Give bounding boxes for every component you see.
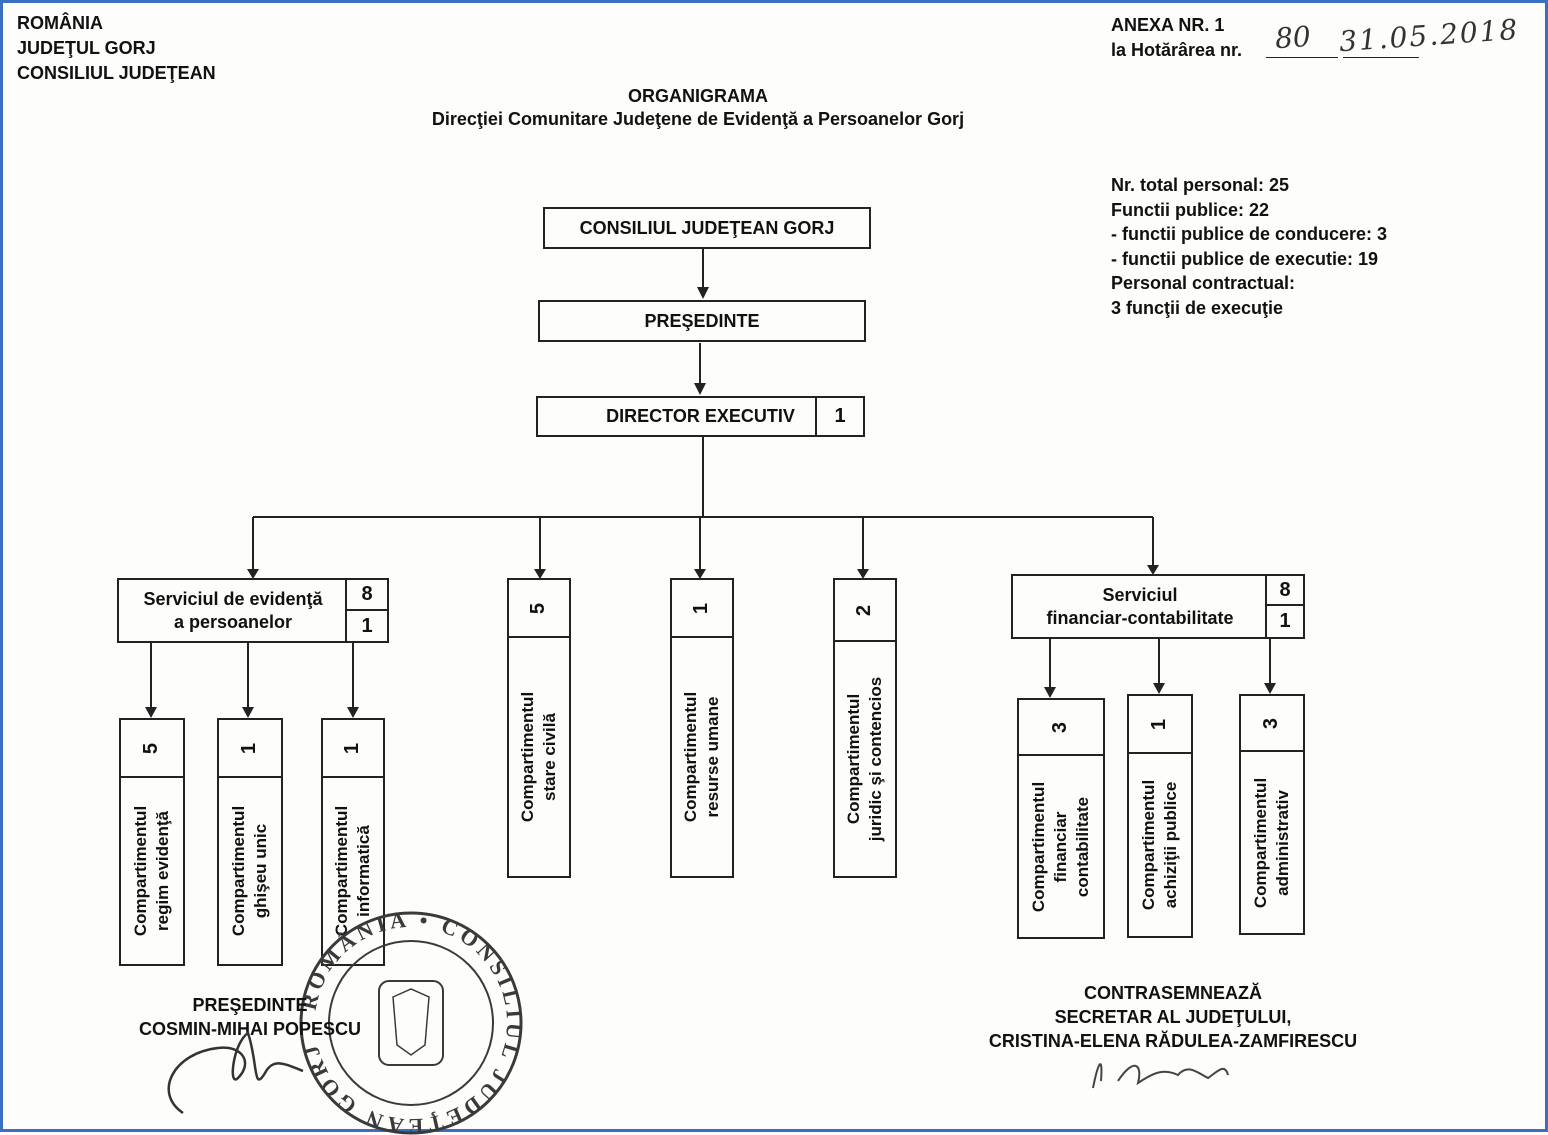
- staff-contract-label: Personal contractual:: [1111, 273, 1296, 293]
- staff-summary: Nr. total personal: 25 Functii publice: …: [1111, 173, 1387, 320]
- arrowhead: [534, 569, 546, 579]
- arrowhead: [694, 569, 706, 579]
- arrowhead: [694, 383, 706, 395]
- annex-date-underline: [1343, 57, 1419, 58]
- compartment-count: 3: [1260, 717, 1283, 729]
- service-financiar-count-total: 8: [1265, 574, 1305, 606]
- staff-contract-functions: 3 funcţii de execuţie: [1111, 297, 1284, 318]
- compartment-label-line1: Compartimentul: [131, 805, 150, 937]
- compartment-label-line2: regim evidenţă: [153, 811, 172, 931]
- header-council: CONSILIUL JUDEŢEAN: [17, 63, 216, 83]
- compartment-label-line2: financiar: [1051, 811, 1070, 882]
- arrowhead: [1044, 687, 1056, 698]
- arrowhead: [1153, 683, 1165, 694]
- arrowhead: [697, 287, 709, 299]
- arrowhead: [145, 707, 157, 718]
- compartment-count: 1: [238, 742, 261, 754]
- service-evidenta-line1: Serviciul de evidenţă: [143, 588, 323, 609]
- compartment-label-line1: Compartimentul: [229, 805, 248, 937]
- arrowhead: [1147, 565, 1159, 575]
- compartment-label-line2: informatică: [354, 825, 373, 917]
- signature-president-title: PREŞEDINTE: [192, 995, 308, 1015]
- compartment-label-line1: Compartimentul: [1029, 781, 1048, 912]
- annex-block: ANEXA NR. 1 la Hotărârea nr.: [1111, 13, 1242, 63]
- document-title: ORGANIGRAMA Direcţiei Comunitare Judeţen…: [303, 85, 1093, 131]
- org-chart-connectors: [145, 249, 1276, 718]
- compartment-label-line2: stare civilă: [540, 713, 559, 801]
- compartment-label-line1: Compartimentul: [518, 691, 537, 823]
- signature-countersign: CONTRASEMNEAZĂ: [1084, 983, 1262, 1003]
- compartment-count: 3: [1049, 721, 1072, 733]
- service-financiar-line2: financiar-contabilitate: [1046, 607, 1234, 628]
- staff-management-functions: - functii publice de conducere: 3: [1111, 224, 1388, 244]
- compartment-count: 1: [1148, 718, 1171, 730]
- compartment-label-line2: resurse umane: [703, 696, 722, 818]
- service-financiar-line1: Serviciul: [1102, 584, 1178, 605]
- arrowhead: [247, 569, 259, 579]
- compartment-count: 1: [341, 742, 364, 754]
- compartment-label-line1: Compartimentul: [1139, 779, 1158, 911]
- director-label: DIRECTOR EXECUTIV: [606, 406, 795, 426]
- compartment-label-line1: Compartimentul: [844, 693, 863, 825]
- arrowhead: [857, 569, 869, 579]
- compartment-count: 2: [853, 604, 876, 616]
- staff-total: Nr. total personal: 25: [1111, 175, 1290, 195]
- compartment-label-line3: contabilitate: [1073, 796, 1092, 897]
- node-service-evidenta: Serviciul de evidenţă a persoanelor: [117, 578, 347, 643]
- arrowhead: [1264, 683, 1276, 694]
- director-count: 1: [815, 396, 865, 437]
- staff-execution-functions: - functii publice de executie: 19: [1111, 248, 1379, 269]
- compartment-count: 5: [527, 602, 550, 614]
- annex-ref-label: la Hotărârea nr.: [1111, 40, 1243, 60]
- annex-title: ANEXA NR. 1: [1111, 15, 1225, 35]
- compartment-count: 1: [690, 602, 713, 614]
- arrowhead: [347, 707, 359, 718]
- title-organigrama: ORGANIGRAMA: [628, 86, 768, 106]
- arrowhead: [242, 707, 254, 718]
- annex-number-underline: [1266, 57, 1338, 58]
- service-financiar-count-lead: 1: [1265, 604, 1305, 639]
- header-country: ROMÂNIA: [17, 13, 103, 33]
- compartment-label-line2: juridic şi contencios: [866, 676, 885, 842]
- compartment-label-line1: Compartimentul: [681, 691, 700, 823]
- service-evidenta-count-total: 8: [345, 578, 389, 611]
- compartment-label-line1: Compartimentul: [332, 805, 351, 937]
- signature-secretary-name: CRISTINA-ELENA RĂDULEA-ZAMFIRESCU: [988, 1031, 1358, 1051]
- header-county: JUDEŢUL GORJ: [17, 38, 156, 58]
- compartment-label-line1: Compartimentul: [1251, 777, 1270, 908]
- node-president: PREŞEDINTE: [538, 300, 866, 342]
- title-subtitle: Direcţiei Comunitare Judeţene de Evidenţ…: [431, 109, 965, 129]
- node-council: CONSILIUL JUDEŢEAN GORJ: [543, 207, 871, 249]
- signature-secretary-block: CONTRASEMNEAZĂ SECRETAR AL JUDEŢULUI, CR…: [933, 981, 1413, 1053]
- staff-public-functions: Functii publice: 22: [1111, 199, 1270, 220]
- signature-secretary-title: SECRETAR AL JUDEŢULUI,: [1054, 1007, 1292, 1027]
- service-evidenta-line2: a persoanelor: [173, 611, 293, 632]
- signature-president-block: PREŞEDINTE COSMIN-MIHAI POPESCU: [115, 993, 385, 1041]
- header-institution: ROMÂNIA JUDEŢUL GORJ CONSILIUL JUDEŢEAN: [17, 11, 216, 86]
- signature-president-name: COSMIN-MIHAI POPESCU: [138, 1019, 361, 1039]
- node-service-financiar: Serviciul financiar-contabilitate: [1011, 574, 1267, 639]
- service-evidenta-count-lead: 1: [345, 609, 389, 643]
- compartment-label-line2: ghişeu unic: [251, 823, 270, 919]
- compartment-label-line2: achiziţii publice: [1161, 781, 1180, 909]
- compartment-label-line2: administrativ: [1273, 789, 1292, 896]
- compartment-count: 5: [140, 742, 163, 754]
- node-director: DIRECTOR EXECUTIV: [536, 396, 815, 437]
